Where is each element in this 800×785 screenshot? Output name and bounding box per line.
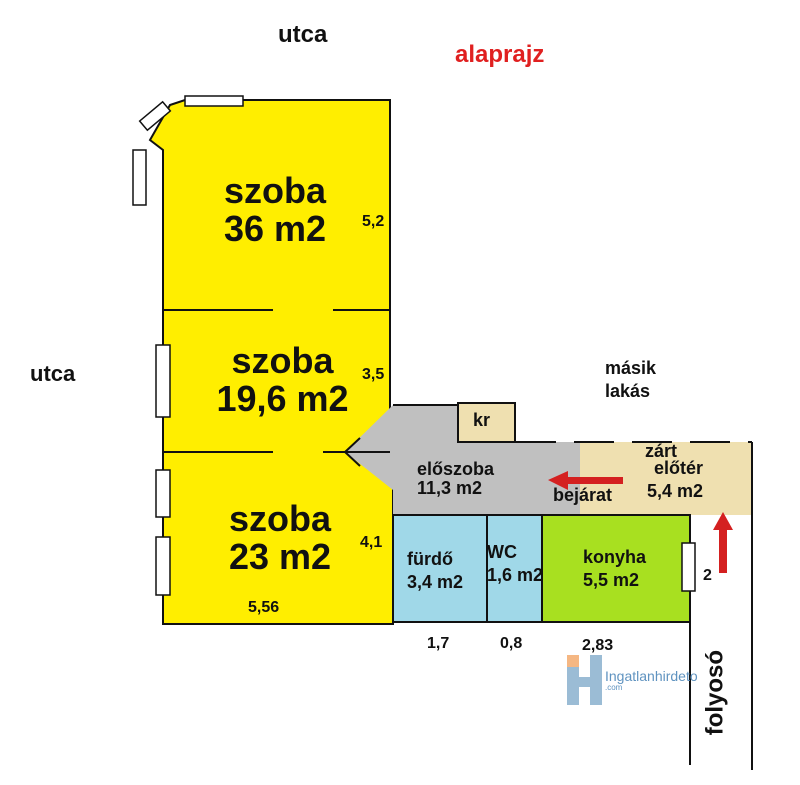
page-title: alaprajz (455, 41, 545, 68)
room-area: 3,4 m2 (407, 571, 464, 592)
dimension: 5,56 (248, 599, 280, 616)
kamra-label: kr (473, 410, 491, 430)
street-label-left: utca (30, 361, 76, 386)
eloszoba-label: előszoba 11,3 m2 (417, 460, 494, 498)
room-name: szoba (228, 498, 332, 539)
room-name: zárt (645, 441, 678, 461)
street-label-top: utca (278, 21, 328, 48)
watermark: Ingatlanhirdeto .com (605, 669, 698, 692)
room-name: előszoba (417, 459, 495, 479)
neighbor-label: másik lakás (605, 357, 656, 404)
window (155, 344, 171, 418)
room-area: 5,5 m2 (583, 569, 640, 590)
dimension: 1,7 (427, 635, 450, 652)
window (155, 536, 171, 596)
room-name: szoba (223, 170, 327, 211)
corridor-arrow-icon (713, 512, 733, 573)
room-area: 19,6 m2 (216, 377, 349, 419)
room-area: 11,3 m2 (417, 477, 483, 498)
dimension: 4,1 (360, 534, 383, 551)
entrance-label: bejárat (553, 485, 613, 505)
room-name: konyha (583, 547, 647, 567)
room-kamra (457, 402, 516, 443)
room-area: 36 m2 (223, 207, 327, 249)
neighbor-line1: másik (605, 358, 657, 378)
room-eloszoba (345, 405, 580, 515)
window (184, 95, 244, 107)
eloter-label: zárt előtér 5,4 m2 (645, 441, 704, 502)
room-konyha (541, 514, 691, 623)
szoba1-label: szoba 36 m2 (200, 172, 350, 248)
corridor-label: folyosó (701, 649, 729, 736)
dimension: 2,83 (582, 637, 614, 654)
room-name: szoba (231, 340, 334, 381)
room-area: 23 m2 (228, 535, 332, 577)
szoba2-label: szoba 19,6 m2 (195, 342, 370, 418)
window (138, 100, 172, 132)
dimension: 3,5 (362, 366, 385, 383)
konyha-label: konyha 5,5 m2 (583, 546, 646, 591)
room-name: WC (487, 542, 517, 562)
dimension: 0,8 (500, 635, 523, 652)
watermark-suffix: .com (605, 682, 623, 692)
room-area: 1,6 m2 (487, 564, 544, 585)
watermark-brand: Ingatlanhirdeto (605, 668, 698, 684)
neighbor-line2: lakás (605, 381, 651, 402)
dimension: 2 (703, 567, 712, 584)
entrance-arrow-icon (548, 471, 623, 490)
window (132, 149, 147, 206)
watermark-logo-icon (567, 655, 602, 705)
room-furdo (392, 514, 488, 623)
room-name: fürdő (407, 549, 453, 569)
window (681, 542, 696, 592)
dimension: 5,2 (362, 213, 385, 230)
szoba3-label: szoba 23 m2 (205, 500, 355, 576)
window (155, 469, 171, 518)
room-area: 5,4 m2 (646, 481, 704, 502)
room-szoba-19-6 (162, 309, 391, 453)
room-name: előtér (653, 458, 704, 479)
furdo-label: fürdő 3,4 m2 (407, 548, 463, 593)
wc-label: WC 1,6 m2 (487, 541, 543, 586)
